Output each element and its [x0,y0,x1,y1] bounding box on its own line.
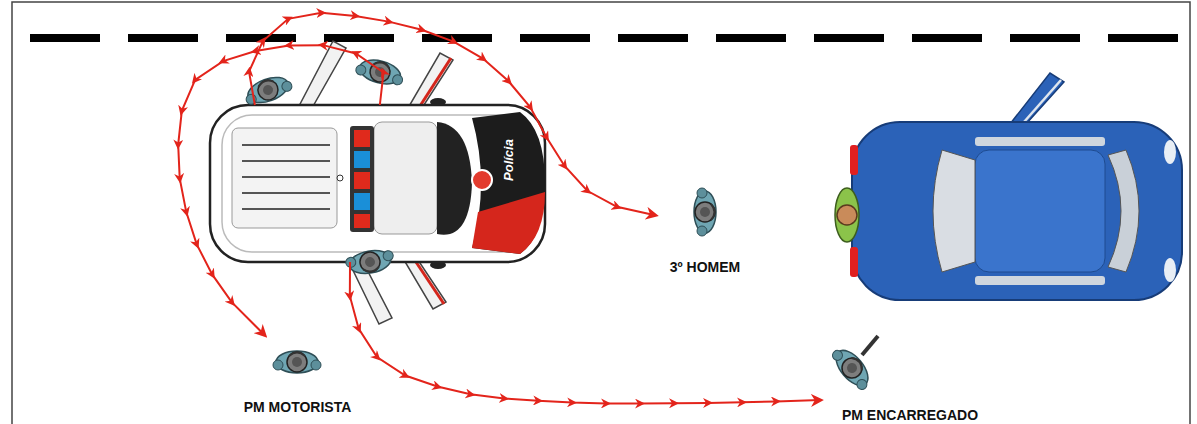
red-light [354,130,370,147]
position-label: PM MOTORISTA [215,400,380,415]
connectors [178,13,820,404]
red-light [354,172,370,189]
car-detail [337,175,343,181]
blue-light [354,193,370,210]
cargo-lines [242,145,330,209]
police-car-body [210,105,545,262]
vehicle-marking: Polícia [501,139,516,181]
officer-figure [354,55,406,89]
officer-figure [828,343,876,394]
officer-figure [242,71,295,108]
car-door [404,260,446,309]
movement-arrow [178,45,383,335]
police-badge [472,170,492,190]
windshield [437,122,472,235]
frame [12,2,1190,424]
red-light [354,214,370,228]
tail-light [850,247,858,277]
cargo-bed [232,128,337,228]
hood [472,112,545,254]
headlight [1164,258,1176,282]
officer-figure [344,247,395,277]
car-roof [975,150,1105,272]
windshield [1108,150,1139,272]
suspect-car-body [852,122,1182,300]
car-door [298,41,346,108]
blue-light [354,151,370,168]
tail-light [850,145,858,175]
lane-line [30,34,1180,42]
car-roof [374,122,437,234]
officer-position: 3º HOMEM [655,180,755,275]
hood-stripe [472,192,545,254]
mirror [430,98,446,106]
mirror [430,261,446,269]
car-door [1010,73,1064,124]
light-bar [350,126,374,232]
side-window [975,276,1105,285]
side-window [975,137,1105,146]
movement-arrow [350,262,820,404]
suspect-head [837,205,857,225]
weapon [862,336,878,355]
rear-window [933,150,975,272]
officer-figure [273,351,321,373]
position-label: PM ENCARREGADO [820,408,1000,423]
movement-arrow [249,13,655,215]
officer-position: PM ENCARREGADO [820,335,1000,423]
officer-figure [694,188,716,236]
suspect-figure [835,188,859,242]
door-edge [1024,80,1061,122]
position-label: 3º HOMEM [655,260,755,275]
police-car: Polícia [210,105,545,262]
headlight [1164,140,1176,164]
car-door [408,53,453,108]
officer-position: PM MOTORISTA [215,335,380,415]
door-stripe [420,58,451,106]
